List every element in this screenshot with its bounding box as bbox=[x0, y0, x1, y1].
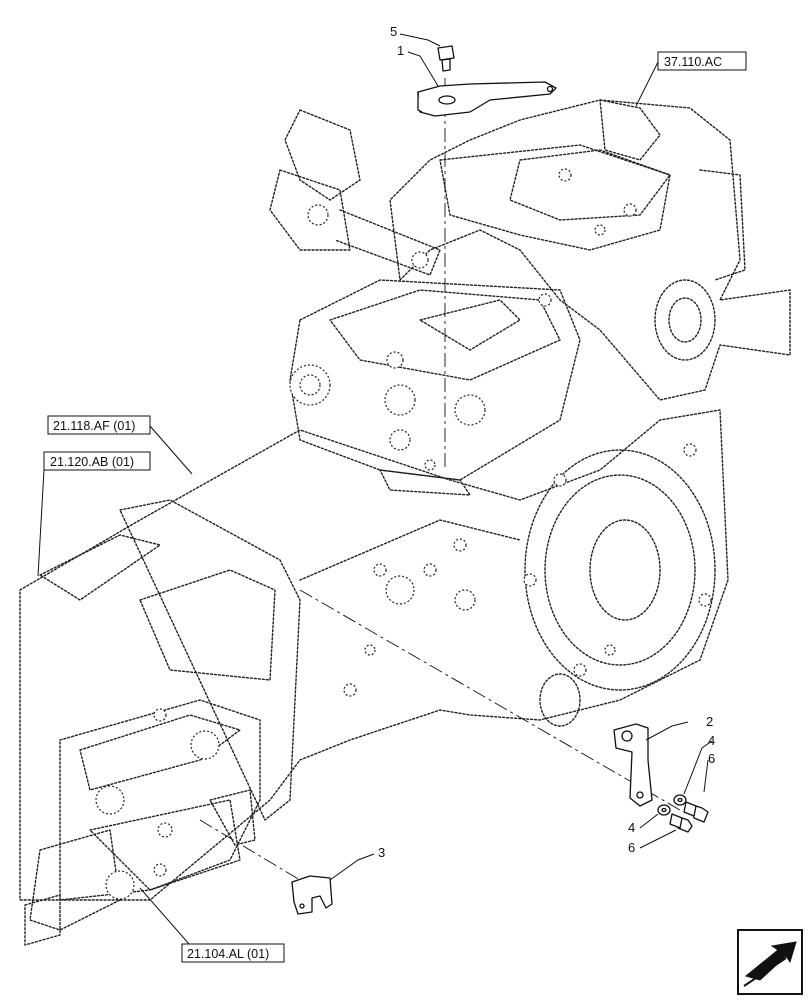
ref-label: 21.120.AB (01) bbox=[50, 455, 134, 469]
callout-1: 1 bbox=[397, 43, 404, 58]
ref-label: 21.104.AL (01) bbox=[187, 947, 269, 961]
callout-2: 2 bbox=[706, 714, 713, 729]
ref-box-37-110-ac[interactable]: 37.110.AC bbox=[657, 51, 747, 71]
part-6-bolt-lower bbox=[669, 813, 693, 833]
callout-6-lower: 6 bbox=[628, 840, 635, 855]
ref-box-21-120-ab[interactable]: 21.120.AB (01) bbox=[43, 451, 151, 471]
part-1-bracket bbox=[417, 81, 557, 117]
valve-block bbox=[24, 699, 261, 946]
rear-axle-housing bbox=[269, 99, 791, 401]
part-6-bolt-upper bbox=[683, 801, 709, 823]
callout-3: 3 bbox=[378, 845, 385, 860]
callout-4-lower: 4 bbox=[628, 820, 635, 835]
callout-6-upper: 6 bbox=[708, 751, 715, 766]
part-4-washer-lower bbox=[657, 804, 671, 816]
callout-5: 5 bbox=[390, 24, 397, 39]
ref-label: 21.118.AF (01) bbox=[53, 419, 135, 433]
part-4-washer-upper bbox=[673, 794, 687, 806]
arrow-next-icon[interactable] bbox=[737, 929, 803, 995]
assembly-axes bbox=[199, 78, 681, 881]
ref-box-21-104-al[interactable]: 21.104.AL (01) bbox=[181, 943, 285, 963]
part-3-clip bbox=[291, 875, 333, 915]
ref-label: 37.110.AC bbox=[664, 55, 722, 69]
leader-lines bbox=[37, 33, 713, 953]
ref-box-21-118-af[interactable]: 21.118.AF (01) bbox=[47, 415, 151, 435]
part-2-bracket bbox=[613, 723, 653, 807]
hydraulic-lift-block bbox=[289, 279, 581, 496]
callout-4-upper: 4 bbox=[708, 733, 715, 748]
transmission-housing bbox=[19, 409, 729, 901]
part-5-bolt bbox=[437, 45, 455, 72]
